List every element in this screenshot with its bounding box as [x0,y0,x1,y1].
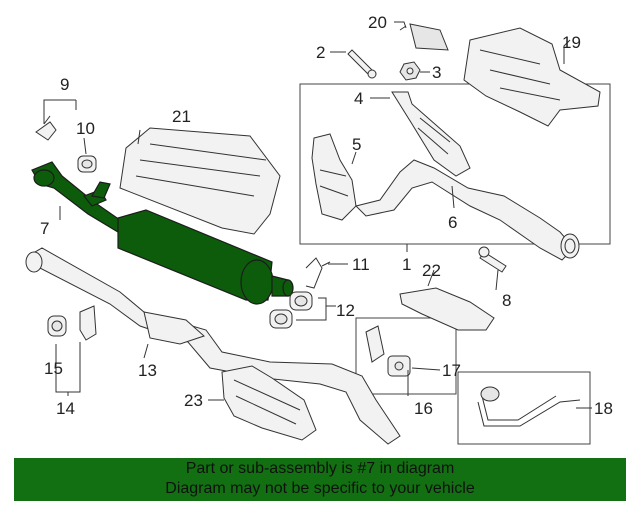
part-7-muffler-assembly[interactable] [31,161,294,305]
part-12-insulator-upper[interactable] [289,291,313,311]
catalytic-converter-group-box [299,83,611,245]
callout-1: 1 [402,255,411,274]
callout-23: 23 [184,391,203,410]
callout-17: 17 [442,361,461,380]
part-23-heat-shield[interactable] [221,365,317,441]
callout-19: 19 [562,33,581,52]
part-11-hanger[interactable] [305,257,331,289]
callout-18: 18 [594,399,613,418]
callout-22: 22 [422,261,441,280]
part-9-hanger-bracket[interactable] [35,115,57,141]
bracket-group-box [355,317,457,395]
callout-13: 13 [138,361,157,380]
part-5-catalytic-converter[interactable] [311,133,357,221]
part-15-insulator[interactable] [47,315,67,337]
callout-3: 3 [432,63,441,82]
callout-5: 5 [352,135,361,154]
part-6-front-pipe[interactable] [355,159,580,261]
callout-6: 6 [448,213,457,232]
part-14-bracket[interactable] [79,305,97,341]
callout-16: 16 [414,399,433,418]
banner-line-2: Diagram may not be specific to your vehi… [165,480,475,497]
part-16-bracket[interactable] [365,325,385,363]
part-3-nut[interactable] [399,61,421,81]
part-12-insulator-lower[interactable] [269,309,293,329]
part-8-bolt[interactable] [478,246,507,273]
part-17-insulator[interactable] [387,355,411,377]
callout-20: 20 [368,13,387,32]
exhaust-diagram: 1 2 3 4 5 6 7 8 9 10 11 12 13 14 15 16 1… [25,13,613,445]
part-20-gasket[interactable] [399,23,449,51]
info-banner: Part or sub-assembly is #7 in diagram Di… [14,458,626,501]
callout-7: 7 [40,219,49,238]
callout-2: 2 [316,43,325,62]
part-21-heat-shield[interactable] [119,127,281,235]
banner-line-1: Part or sub-assembly is #7 in diagram [185,460,455,477]
callout-12: 12 [336,301,355,320]
leader-lines [43,21,592,409]
part-4-catalytic-converter[interactable] [391,91,471,177]
part-18-hanger-rod[interactable] [477,386,581,427]
callout-10: 10 [76,119,95,138]
part-22-heat-shield[interactable] [399,287,495,331]
part-2-oxygen-sensor[interactable] [347,49,377,79]
callout-11: 11 [352,255,370,274]
callout-4: 4 [354,89,363,108]
callout-21: 21 [172,107,191,126]
callout-14: 14 [56,399,75,418]
hanger-group-box [457,371,591,445]
callout-9: 9 [60,75,69,94]
part-19-heat-shield[interactable] [463,27,601,127]
callout-8: 8 [502,291,511,310]
callout-15: 15 [44,359,63,378]
part-13-rear-pipe[interactable] [25,247,401,445]
part-10-insulator[interactable] [77,155,97,173]
